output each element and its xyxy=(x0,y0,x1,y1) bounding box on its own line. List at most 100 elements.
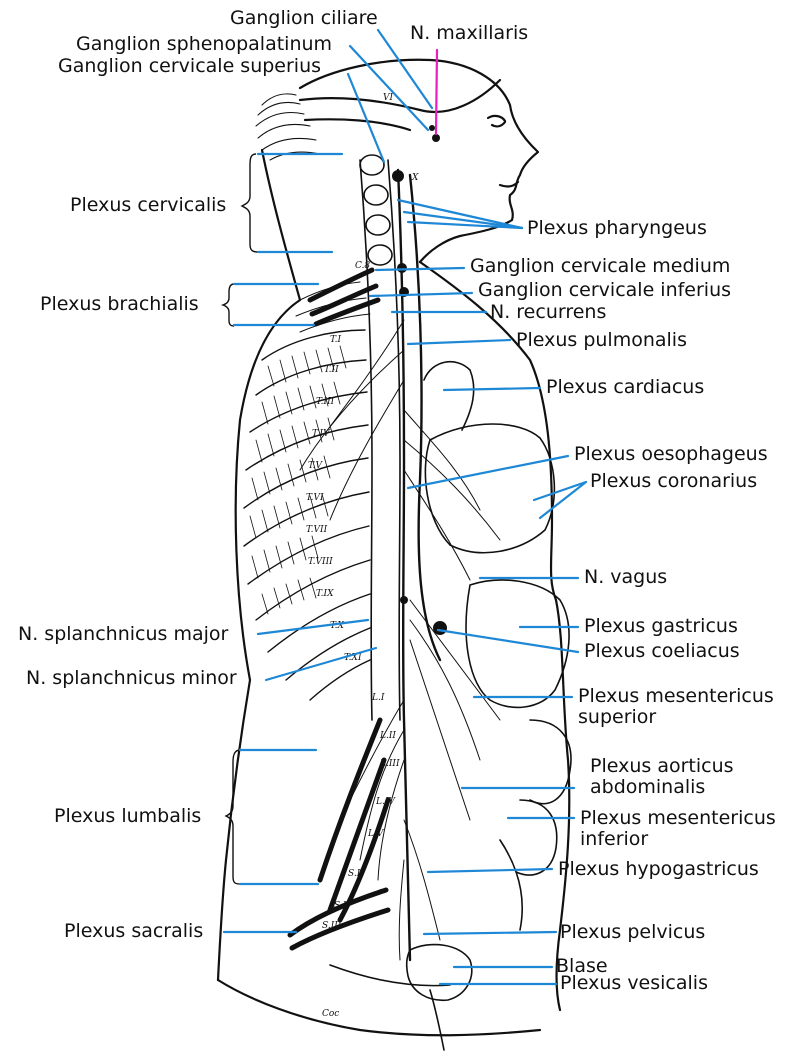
mark-siii: S.III xyxy=(322,921,342,931)
label-plexus-gastricus: Plexus gastricus xyxy=(584,615,738,637)
label-plexus-mesentericus-superior-line2: superior xyxy=(578,706,657,728)
label-plexus-mesentericus-superior-line1: Plexus mesentericus xyxy=(578,685,774,707)
braces xyxy=(220,153,259,885)
label-plexus-hypogastricus: Plexus hypogastricus xyxy=(558,858,759,880)
intestine-loop-1 xyxy=(529,719,572,805)
leader-plexus-hypogastricus xyxy=(426,867,554,874)
mark-tv: T.V xyxy=(308,461,324,471)
label-plexus-coeliacus: Plexus coeliacus xyxy=(584,640,740,662)
mark-coc: Coc xyxy=(322,1009,339,1019)
mark-tix: T.IX xyxy=(316,589,334,599)
leader-plexus-pharyngeus-3 xyxy=(406,220,524,230)
mark-li: L.I xyxy=(371,693,385,703)
leader-plexus-oesophageus xyxy=(406,454,570,490)
brace-brachialis xyxy=(220,283,235,327)
leader-n-splanchnicus-minor xyxy=(264,646,378,682)
label-n-splanchnicus-minor: N. splanchnicus minor xyxy=(26,667,237,689)
label-plexus-cardiacus: Plexus cardiacus xyxy=(546,376,705,398)
mark-tvii: T.VII xyxy=(306,525,328,535)
leader-n-maxillaris xyxy=(434,48,439,136)
leader-ganglion-cervicale-superius xyxy=(346,72,386,164)
label-plexus-aorticus-abdominalis-line1: Plexus aorticus xyxy=(590,755,734,777)
leader-plexus-coeliacus xyxy=(436,628,580,654)
label-n-recurrens: N. recurrens xyxy=(490,301,607,323)
mark-si: S.I xyxy=(348,869,361,879)
mark-lv: L.V xyxy=(367,829,385,839)
leader-ganglion-ciliare xyxy=(376,28,434,110)
ribs xyxy=(243,329,371,701)
leader-ganglion-cervicale-medium xyxy=(374,266,466,272)
mark-liii: L.III xyxy=(379,759,400,769)
label-plexus-vesicalis: Plexus vesicalis xyxy=(560,972,708,994)
leader-ganglion-cervicale-inferius xyxy=(368,291,474,298)
nerve-network xyxy=(295,281,501,961)
vertebral-column xyxy=(359,154,401,721)
label-plexus-oesophageus: Plexus oesophageus xyxy=(574,443,768,465)
intercostal-hatching xyxy=(249,345,347,615)
label-n-vagus: N. vagus xyxy=(584,566,668,588)
mark-ti: T.I xyxy=(330,335,342,345)
label-n-splanchnicus-major: N. splanchnicus major xyxy=(18,623,229,645)
aortic-arch xyxy=(423,361,475,431)
leader-plexus-coronarius-2 xyxy=(538,480,588,520)
bladder xyxy=(405,943,473,1001)
label-plexus-lumbalis: Plexus lumbalis xyxy=(54,805,202,827)
label-plexus-mesentericus-inferior-line2: inferior xyxy=(580,828,649,850)
label-ganglion-cervicale-medium: Ganglion cervicale medium xyxy=(470,255,731,277)
label-ganglion-sphenopalatinum: Ganglion sphenopalatinum xyxy=(76,33,333,55)
leader-plexus-pharyngeus-1 xyxy=(396,198,524,230)
mark-sii: S.II xyxy=(334,901,350,911)
label-ganglion-ciliare: Ganglion ciliare xyxy=(230,7,378,29)
rectum xyxy=(499,839,523,931)
label-plexus-brachialis: Plexus brachialis xyxy=(40,293,199,315)
leader-plexus-cardiacus xyxy=(442,386,542,392)
label-plexus-cervicalis: Plexus cervicalis xyxy=(70,194,227,216)
label-plexus-pulmonalis: Plexus pulmonalis xyxy=(516,329,687,351)
leader-plexus-coronarius-1 xyxy=(532,480,588,502)
heart xyxy=(424,423,556,554)
leader-plexus-pharyngeus-2 xyxy=(402,210,524,230)
leader-plexus-pelvicus xyxy=(422,930,558,936)
nerve-trunks xyxy=(396,168,442,962)
label-plexus-coronarius: Plexus coronarius xyxy=(590,470,758,492)
scalp-hatching xyxy=(255,93,321,161)
label-ganglion-cervicale-superius: Ganglion cervicale superius xyxy=(58,55,322,77)
figure-marks: VI X C.8 T.I T.II T.III T.IV T.V T.VI T.… xyxy=(306,93,419,1019)
label-plexus-aorticus-abdominalis-line2: abdominalis xyxy=(590,776,706,798)
brace-cervicalis xyxy=(240,153,259,253)
leader-ganglion-sphenopalatinum xyxy=(348,44,430,132)
label-plexus-sacralis: Plexus sacralis xyxy=(64,920,204,942)
thigh xyxy=(429,989,445,1051)
pelvic-floor xyxy=(329,964,451,987)
mark-x: X xyxy=(411,173,419,183)
mark-tx: T.X xyxy=(330,621,345,631)
mark-liv: L.IV xyxy=(375,797,396,807)
organs xyxy=(329,361,572,1051)
mark-c8: C.8 xyxy=(355,261,370,271)
mark-tiii: T.III xyxy=(316,397,335,407)
label-blase: Blase xyxy=(556,955,608,977)
ganglia xyxy=(392,125,447,635)
label-ganglion-cervicale-inferius: Ganglion cervicale inferius xyxy=(478,279,732,301)
body-outline xyxy=(216,58,571,1037)
mark-tii: T.II xyxy=(324,365,339,375)
brace-lumbalis xyxy=(224,749,241,885)
mark-tviii: T.VIII xyxy=(308,557,333,567)
mark-tiv: T.IV xyxy=(312,429,331,439)
leader-lines xyxy=(222,28,588,986)
mark-txi: T.XI xyxy=(344,653,362,663)
label-plexus-mesentericus-inferior-line1: Plexus mesentericus xyxy=(580,807,776,829)
intestine-loop-2 xyxy=(515,799,558,876)
leader-n-splanchnicus-major xyxy=(256,618,370,636)
mark-vi: VI xyxy=(383,93,393,103)
mark-tvi: T.VI xyxy=(306,493,324,503)
mark-lii: L.II xyxy=(379,731,396,741)
heavy-plexus-strokes xyxy=(287,267,391,951)
label-plexus-pharyngeus: Plexus pharyngeus xyxy=(527,217,707,239)
stomach xyxy=(465,579,570,709)
label-plexus-pelvicus: Plexus pelvicus xyxy=(560,921,706,943)
label-n-maxillaris: N. maxillaris xyxy=(410,22,529,44)
leader-plexus-pulmonalis xyxy=(406,338,512,346)
